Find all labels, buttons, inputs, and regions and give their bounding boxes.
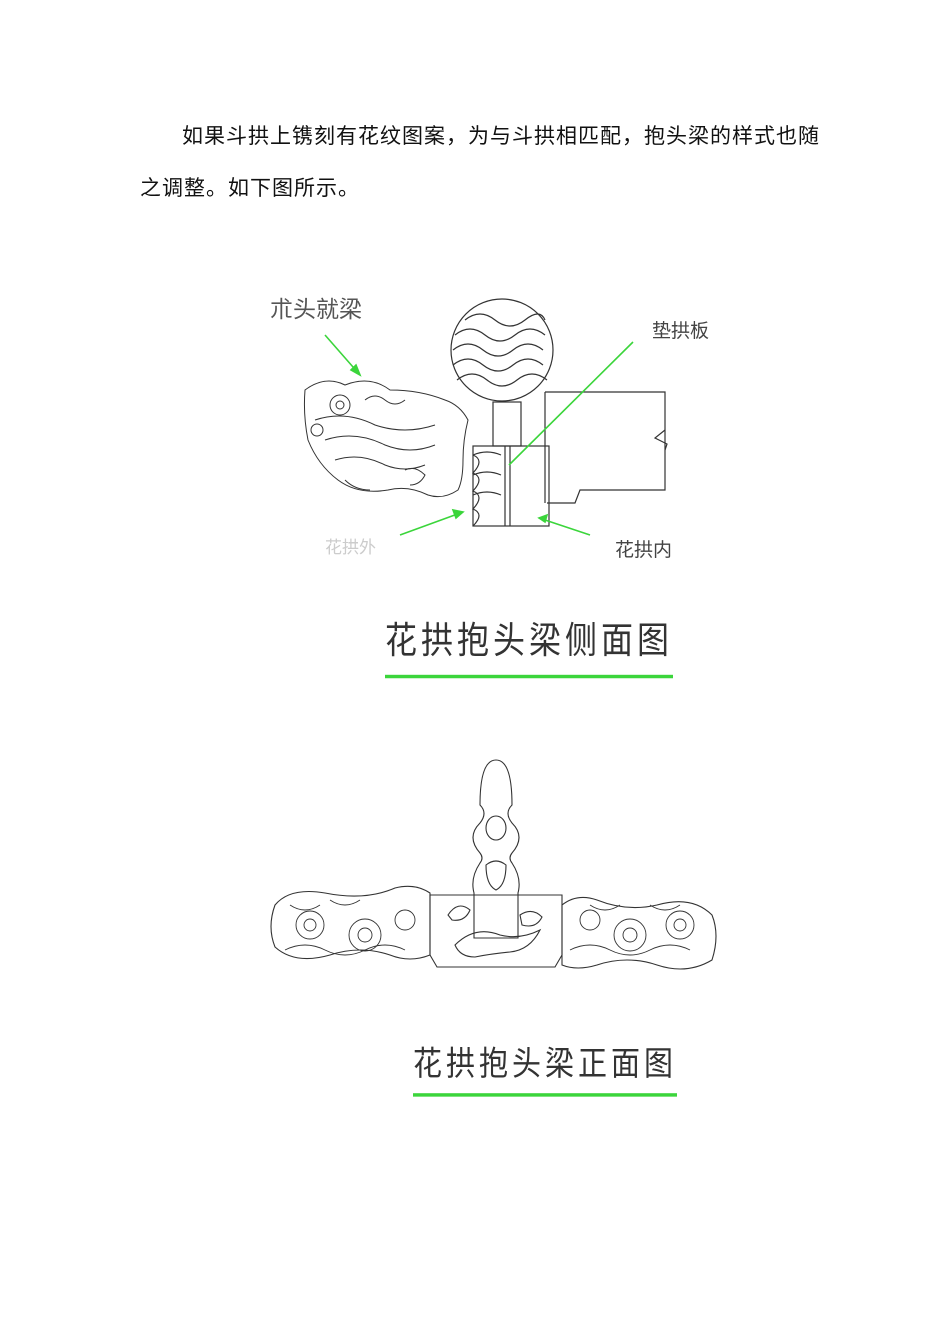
side-view-caption-text: 花拱抱头梁侧面图	[385, 618, 674, 663]
label-huagong-nei: 花拱内	[615, 539, 673, 561]
left-carved-band	[270, 885, 431, 960]
paragraph-text: 如果斗拱上镌刻有花纹图案，为与斗拱相匹配，抱头梁的样式也随之调整。如下图所示。	[140, 124, 820, 200]
label-huagong-wai: 花拱外	[325, 538, 376, 558]
front-view-drawing	[270, 759, 717, 970]
front-view-caption-text: 花拱抱头梁正面图	[413, 1043, 678, 1083]
side-view-drawing	[303, 298, 668, 536]
finial	[472, 759, 520, 939]
side-view-caption-underline	[385, 674, 674, 679]
body-paragraph: 如果斗拱上镌刻有花纹图案，为与斗拱相匹配，抱头梁的样式也随之调整。如下图所示。	[140, 110, 820, 214]
side-view-caption: 花拱抱头梁侧面图	[385, 612, 674, 679]
right-carved-band	[561, 896, 717, 970]
dragon-head-carving	[303, 380, 469, 498]
front-view-caption-underline	[413, 1093, 678, 1097]
front-view-caption: 花拱抱头梁正面图	[413, 1037, 678, 1097]
scroll-ornaments	[284, 899, 695, 956]
label-dian-gongban: 垫拱板	[652, 320, 710, 342]
label-shutou-jiuliang: 朮头就梁	[270, 297, 362, 323]
round-post	[450, 298, 554, 402]
